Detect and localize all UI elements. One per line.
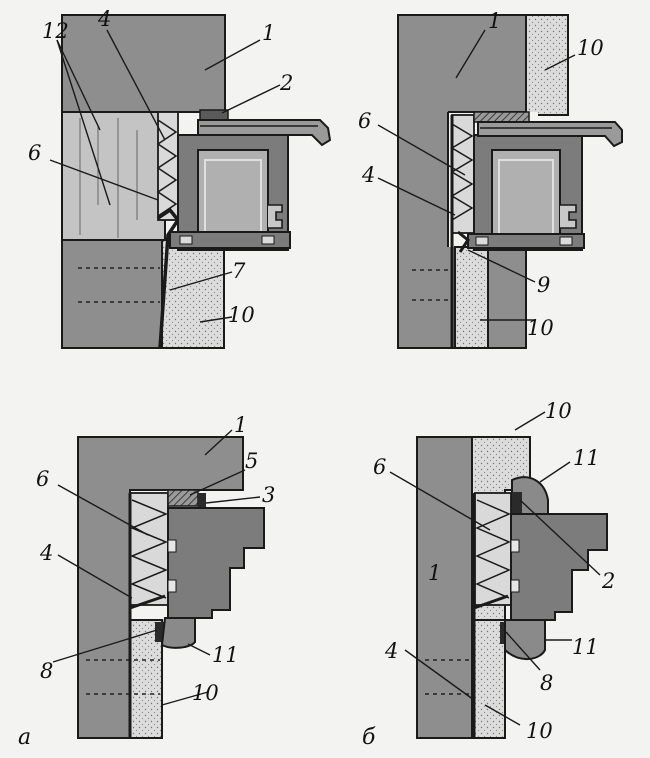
window-frame-a [167,507,265,619]
callout-6: 6 [36,467,49,491]
callout-10: 10 [545,399,572,423]
callout-4: 4 [361,163,375,187]
seal-5 [167,489,199,507]
callout-7: 7 [232,259,246,283]
window-frame-b [510,513,608,621]
window-frame-top-left [169,119,332,251]
plaster-10 [161,239,225,349]
callout-10: 10 [192,681,219,705]
panel-label-a: а [18,725,31,750]
callout-5: 5 [245,449,258,473]
callout-4: 4 [39,541,53,565]
callout-1: 1 [234,413,247,437]
window-frame-top-right [457,121,623,253]
callout-4: 4 [97,7,111,31]
plaster-10 [525,14,569,116]
callout-6: 6 [28,141,41,165]
callout-8: 8 [540,671,553,695]
callout-1: 1 [262,21,275,45]
callout-10: 10 [577,36,604,60]
callout-labels: 12 4 1 2 6 7 10 1 10 6 4 9 10 1 5 3 6 4 … [18,7,615,750]
detail-top-left [61,14,332,349]
callout-12: 12 [42,19,69,43]
brick-12 [61,111,166,241]
seal-2 [512,492,522,514]
trim-11 [504,619,546,660]
callout-4: 4 [384,639,398,663]
callout-9: 9 [537,273,550,297]
callout-6: 6 [358,109,371,133]
leader-lines [49,29,601,726]
callout-10: 10 [228,303,255,327]
detail-bottom-right [416,436,608,739]
callout-2: 2 [601,569,615,593]
callout-11: 11 [212,643,239,667]
callout-8: 8 [40,659,53,683]
callout-11: 11 [573,446,600,470]
seal-3 [198,493,206,511]
callout-1: 1 [488,9,501,33]
detail-top-right [397,14,623,349]
detail-bottom-left [77,436,265,739]
callout-1: 1 [428,561,441,585]
callout-3: 3 [262,483,275,507]
callout-6: 6 [373,455,386,479]
wall-block-1 [77,436,244,739]
plaster-10 [454,246,489,349]
callout-10: 10 [526,719,553,743]
panel-label-b: б [362,725,376,750]
wall-lower-left [61,239,163,349]
callout-2: 2 [279,71,293,95]
callout-10: 10 [527,316,554,340]
wall-block-1 [61,14,226,113]
trim-11 [160,617,196,649]
wall-block-1 [416,436,473,739]
callout-11: 11 [572,635,599,659]
